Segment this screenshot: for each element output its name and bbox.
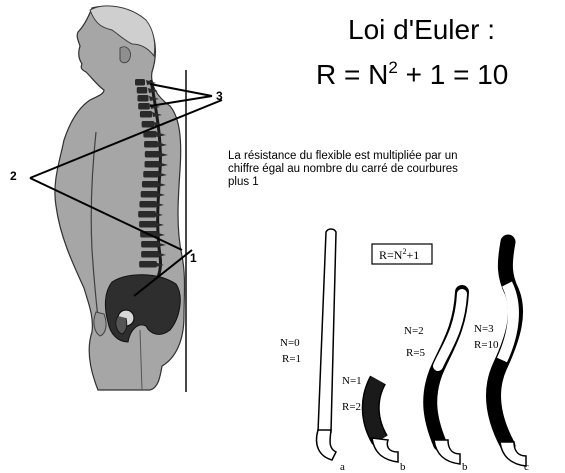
instrument-a-n-label: N=0 [280, 337, 300, 349]
vertebra [145, 161, 160, 168]
vertebra [143, 171, 159, 178]
instrument-c-letter: c [524, 461, 529, 473]
formula-box-rhs: +1 [406, 248, 419, 262]
vertebra [137, 95, 148, 102]
instrument-c-r-label: R=10 [474, 339, 499, 351]
instrument-a: N=0 R=1 a [280, 229, 345, 473]
instrument-a-letter: a [340, 461, 345, 473]
callout-label-1: 1 [190, 251, 197, 265]
instrument-b1-letter: b [400, 461, 406, 473]
title-heading: Loi d'Euler : [348, 14, 495, 46]
instrument-b1: N=1 R=2 b [342, 375, 406, 473]
vertebra [145, 151, 159, 158]
instrument-b2-r-label: R=5 [406, 347, 426, 359]
instrument-b2-letter: b [462, 461, 468, 473]
formula-rhs: + 1 = 10 [398, 59, 509, 90]
vertebra [138, 103, 150, 110]
title-formula: R = N2 + 1 = 10 [316, 58, 508, 91]
vertebra [144, 141, 158, 148]
vertebra [139, 261, 157, 268]
callout-line-3a [150, 84, 212, 96]
instrument-b1-n-label: N=1 [342, 375, 362, 387]
formula-exponent: 2 [388, 58, 397, 77]
instrument-a-shaft [318, 229, 336, 432]
instrument-b1-r-label: R=2 [342, 401, 361, 413]
vertebra [135, 79, 145, 86]
formula-lhs: R = N [316, 59, 388, 90]
vertebra [139, 221, 157, 228]
instrument-c-n-label: N=3 [474, 323, 494, 335]
formula-box-lhs: R=N [379, 248, 403, 262]
vertebra [142, 121, 155, 128]
callout-label-2: 2 [10, 169, 17, 183]
formula-box-text: R=N2+1 [379, 247, 419, 262]
ear [120, 47, 130, 63]
instrument-c-white-section [502, 284, 513, 360]
instrument-c: N=3 R=10 c [474, 242, 529, 473]
callout-label-3: 3 [216, 89, 223, 103]
vertebra [138, 211, 156, 218]
instrument-b2: N=2 R=5 b [404, 292, 468, 473]
instrument-b2-n-label: N=2 [404, 325, 424, 337]
instrument-a-handle [317, 430, 336, 460]
description-text: La résistance du flexible est multipliée… [228, 150, 564, 189]
vertebra [137, 87, 148, 94]
instrument-b1-handle [372, 438, 398, 462]
vertebra [142, 181, 158, 188]
vertebra [141, 251, 159, 258]
formula-box: R=N2+1 [372, 244, 432, 264]
instrument-c-handle [500, 442, 526, 466]
instrument-a-r-label: R=1 [282, 353, 301, 365]
vertebra [140, 111, 152, 118]
instrument-b2-handle [434, 440, 460, 464]
vertebra [139, 201, 156, 208]
vertebra [141, 191, 158, 198]
vertebra [141, 241, 159, 248]
